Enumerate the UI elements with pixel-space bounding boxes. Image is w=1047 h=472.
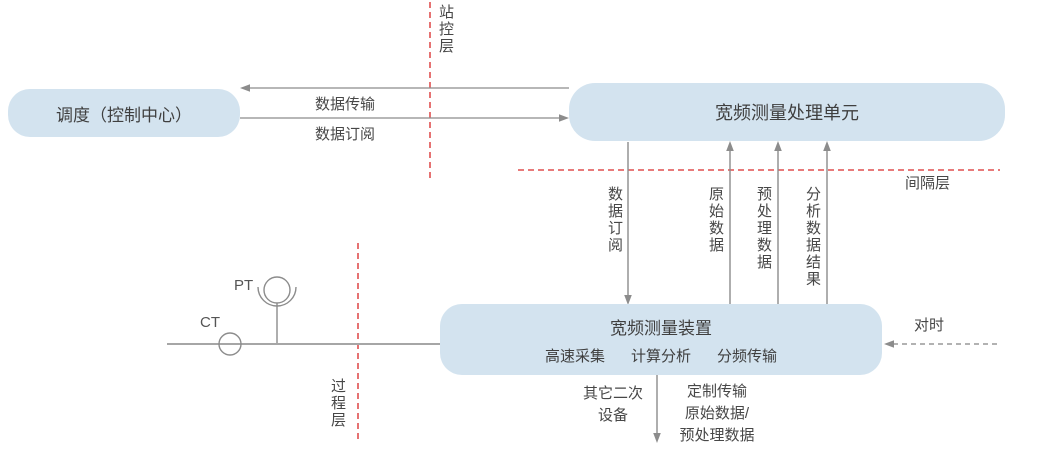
flow-label-data-subscribe-vertical: 数据订阅	[606, 186, 623, 254]
flow-label-preprocessed-data: 预处理数据	[755, 186, 772, 271]
dispatch-control-center-node: 调度（控制中心）	[8, 89, 240, 137]
other-secondary-line-2: 设备	[597, 407, 628, 424]
device-title: 宽频测量装置	[610, 318, 712, 338]
arrow-preprocessed-data-up	[774, 141, 782, 304]
device-functions-row: 高速采集 计算分析 分频传输	[545, 345, 777, 366]
arrow-time-sync	[884, 340, 1000, 348]
custom-transfer-line-1: 定制传输	[686, 383, 747, 400]
ct-label: CT	[200, 314, 220, 331]
other-secondary-equipment-label: 其它二次 设备	[575, 383, 651, 427]
arrow-data-subscribe-down	[624, 142, 632, 305]
arrow-custom-transfer-down	[653, 375, 661, 443]
device-function-frequency-division-transfer: 分频传输	[717, 347, 778, 365]
pt-label: PT	[234, 277, 254, 294]
arrow-data-subscribe	[240, 114, 569, 122]
arrow-raw-data-up	[726, 141, 734, 304]
other-secondary-line-1: 其它二次	[582, 385, 643, 402]
arrow-data-transfer	[240, 84, 569, 92]
custom-transfer-line-2: 原始数据/	[684, 405, 750, 422]
ct-symbol	[218, 332, 242, 356]
flow-label-data-transfer: 数据传输	[314, 96, 375, 113]
broadband-measurement-processing-unit-node: 宽频测量处理单元	[569, 83, 1005, 141]
device-function-compute-analysis: 计算分析	[630, 347, 691, 365]
broadband-measurement-device-node: 宽频测量装置 高速采集 计算分析 分频传输	[440, 304, 882, 375]
layer-label-station-control: 站控层	[437, 4, 454, 55]
flow-label-raw-data: 原始数据	[707, 186, 724, 254]
custom-transfer-label: 定制传输 原始数据/ 预处理数据	[662, 381, 772, 447]
flow-label-data-subscribe: 数据订阅	[314, 126, 375, 143]
flow-label-time-sync: 对时	[914, 317, 945, 334]
custom-transfer-line-3: 预处理数据	[679, 427, 755, 444]
device-function-high-speed-acquisition: 高速采集	[544, 347, 605, 365]
layer-label-process: 过程层	[329, 378, 346, 429]
layer-label-bay: 间隔层	[905, 175, 951, 192]
pt-symbol	[257, 276, 297, 343]
flow-label-analysis-data-result: 分析数据结果	[804, 186, 821, 288]
arrow-analysis-result-up	[823, 141, 831, 304]
